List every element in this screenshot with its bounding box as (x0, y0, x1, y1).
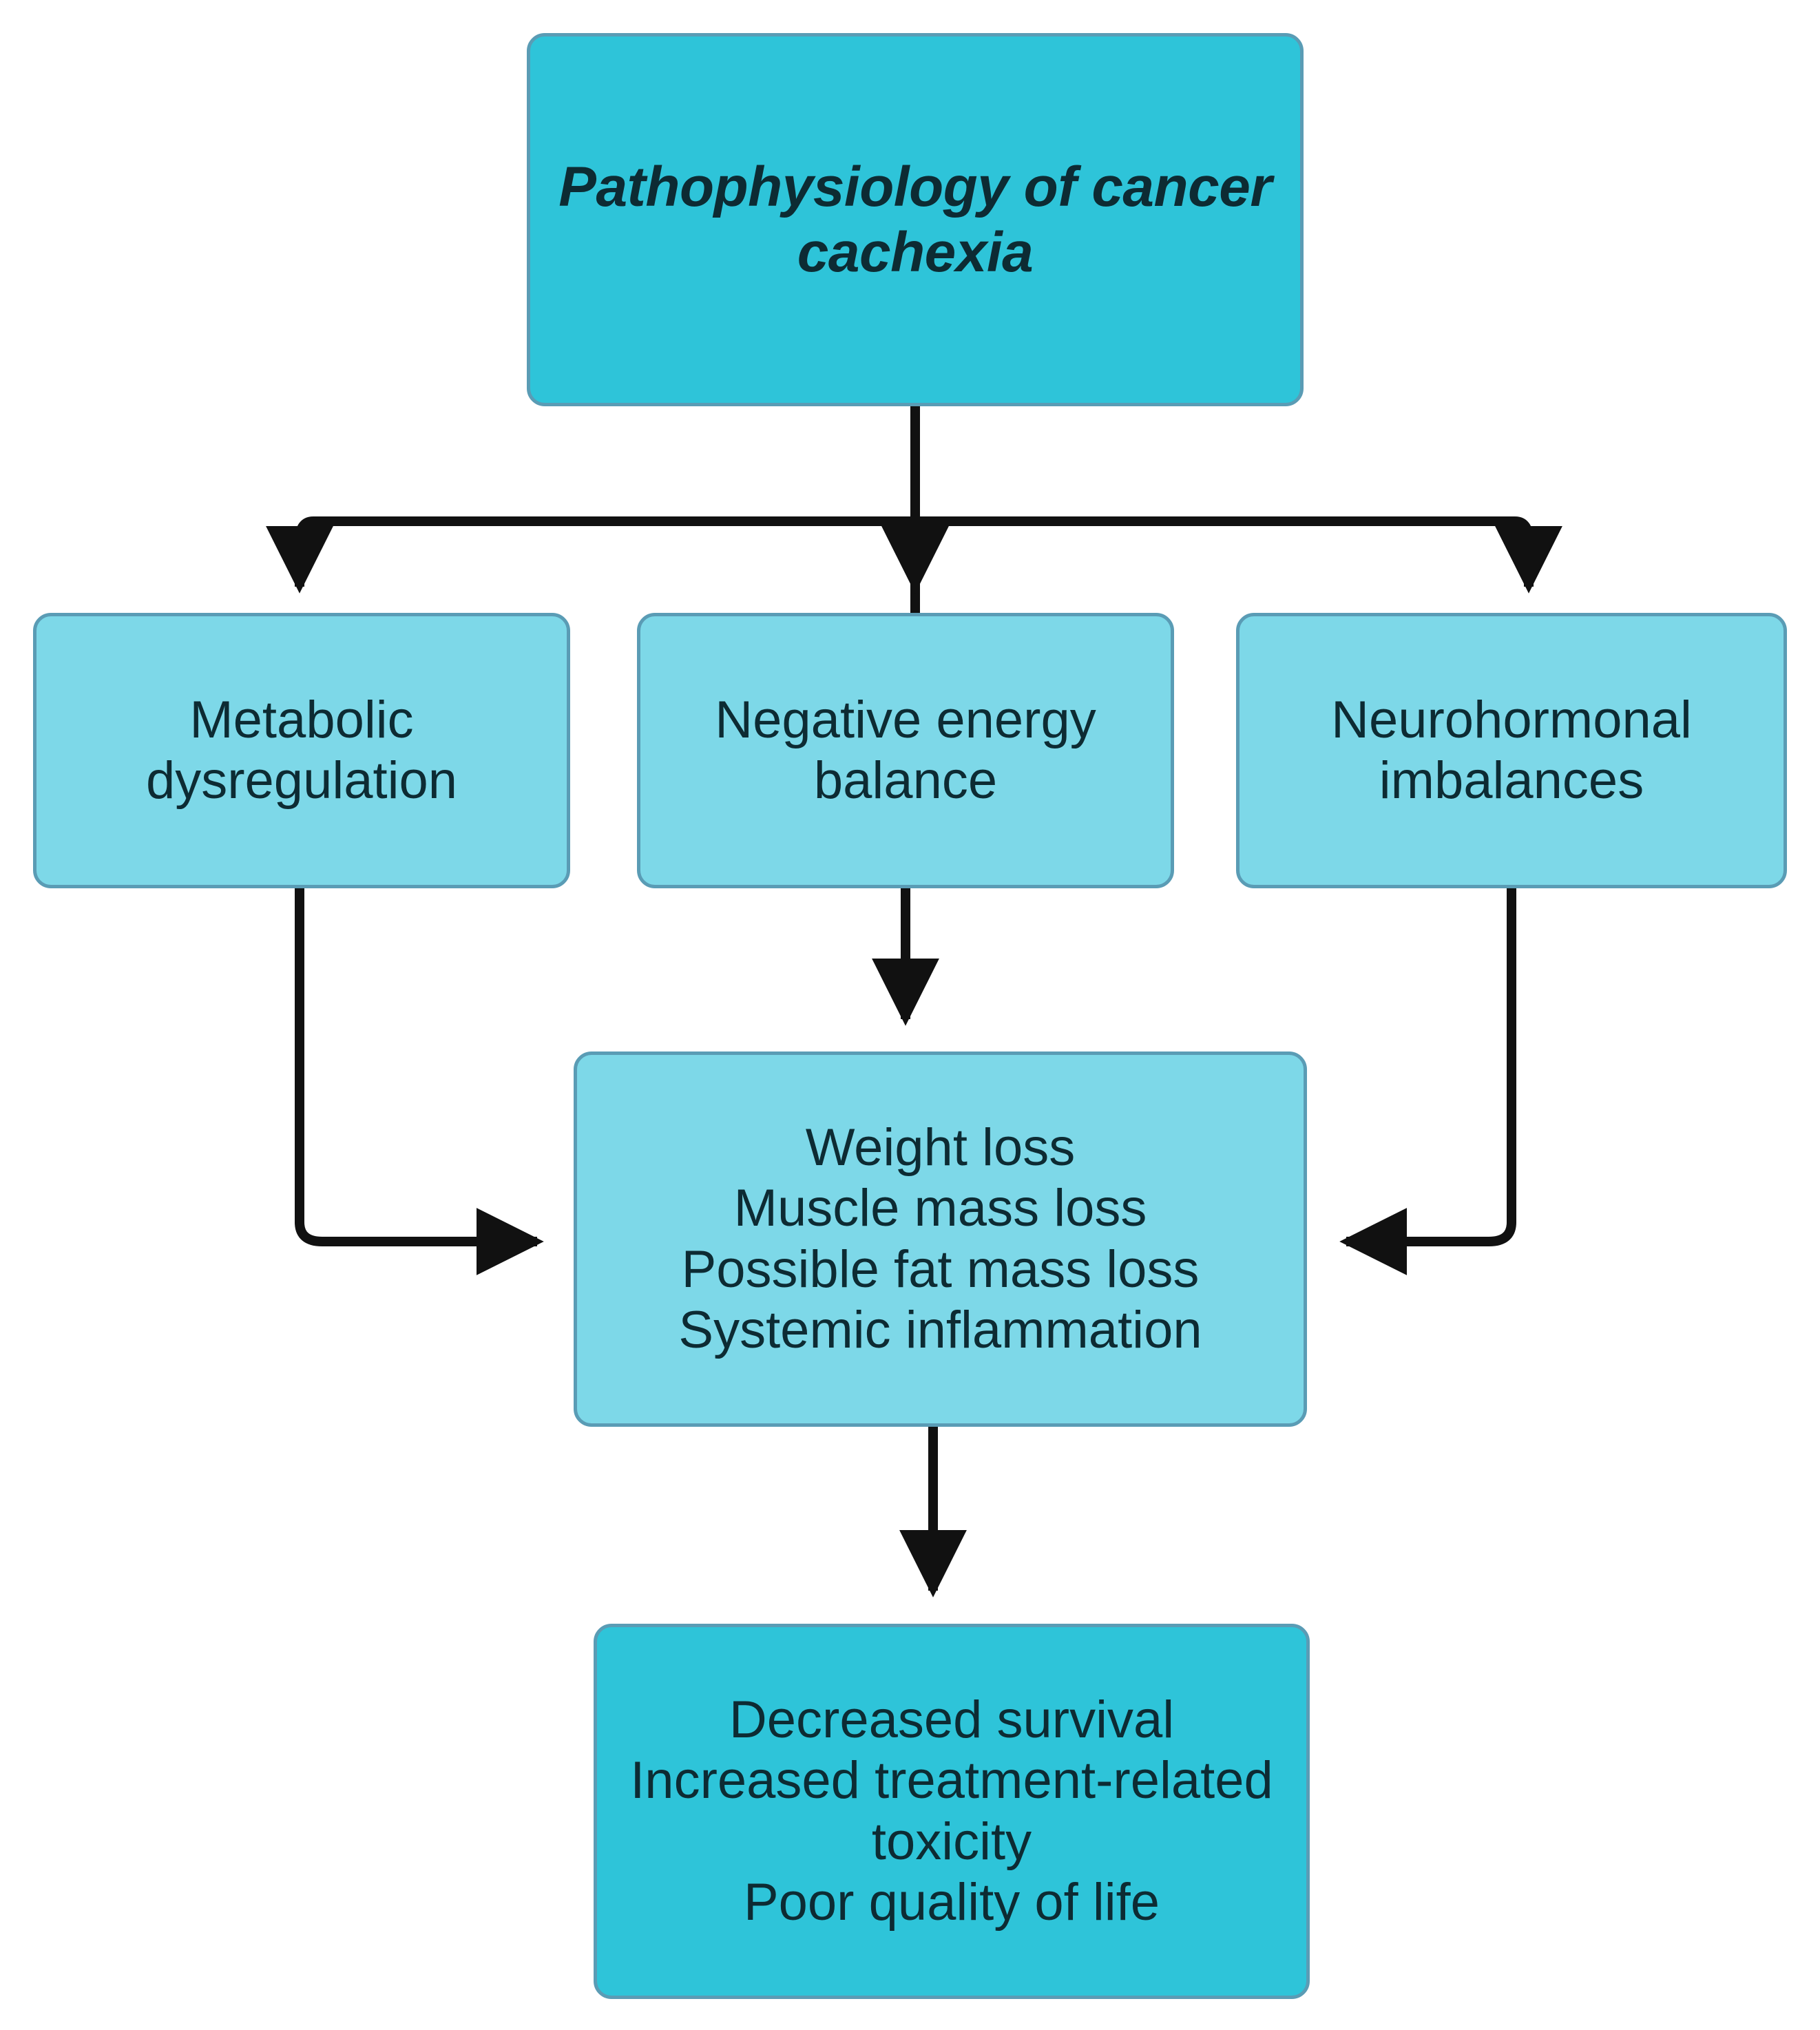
node-outcomes-line-2: Increased treatment-related (630, 1751, 1273, 1810)
node-clinical-outcomes[interactable]: Decreased survival Increased treatment-r… (594, 1624, 1310, 1999)
node-metabolic-text-block: Metabolic dysregulation (36, 690, 567, 811)
node-effects-line-3: Possible fat mass loss (681, 1239, 1200, 1299)
node-metabolic-dysregulation[interactable]: Metabolic dysregulation (33, 613, 570, 888)
node-outcomes-line-4: Poor quality of life (743, 1872, 1160, 1932)
connector-metabolic-to-effects (295, 888, 544, 1275)
node-neurohormonal-text-block: Neurohormonal imbalances (1240, 690, 1784, 811)
node-title-text-block: Pathophysiology of cancer cachexia (530, 154, 1300, 285)
node-energy-line-2: balance (813, 751, 998, 810)
node-metabolic-line-1: Metabolic (189, 690, 414, 749)
node-metabolic-line-2: dysregulation (145, 751, 458, 810)
node-energy-text-block: Negative energy balance (640, 690, 1171, 811)
node-energy-line-1: Negative energy (715, 690, 1096, 749)
node-effects-line-2: Muscle mass loss (733, 1179, 1147, 1238)
node-clinical-effects[interactable]: Weight loss Muscle mass loss Possible fa… (574, 1051, 1307, 1427)
node-effects-line-4: Systemic inflammation (678, 1300, 1202, 1359)
node-pathophysiology-of-cancer-cachexia[interactable]: Pathophysiology of cancer cachexia (527, 33, 1304, 406)
node-title-label: Pathophysiology of cancer cachexia (558, 155, 1272, 284)
connector-neurohormonal-to-effects (1339, 888, 1516, 1275)
node-effects-text-block: Weight loss Muscle mass loss Possible fa… (577, 1118, 1304, 1361)
node-effects-line-1: Weight loss (805, 1118, 1076, 1178)
connector-bus-left (266, 516, 915, 594)
node-outcomes-line-3: toxicity (871, 1812, 1032, 1871)
node-negative-energy-balance[interactable]: Negative energy balance (637, 613, 1174, 888)
node-neurohormonal-line-2: imbalances (1379, 751, 1644, 810)
node-neurohormonal-line-1: Neurohormonal (1331, 690, 1692, 749)
node-outcomes-text-block: Decreased survival Increased treatment-r… (597, 1690, 1306, 1933)
connector-bus-right (915, 516, 1562, 594)
node-neurohormonal-imbalances[interactable]: Neurohormonal imbalances (1236, 613, 1787, 888)
node-outcomes-line-1: Decreased survival (729, 1691, 1175, 1750)
